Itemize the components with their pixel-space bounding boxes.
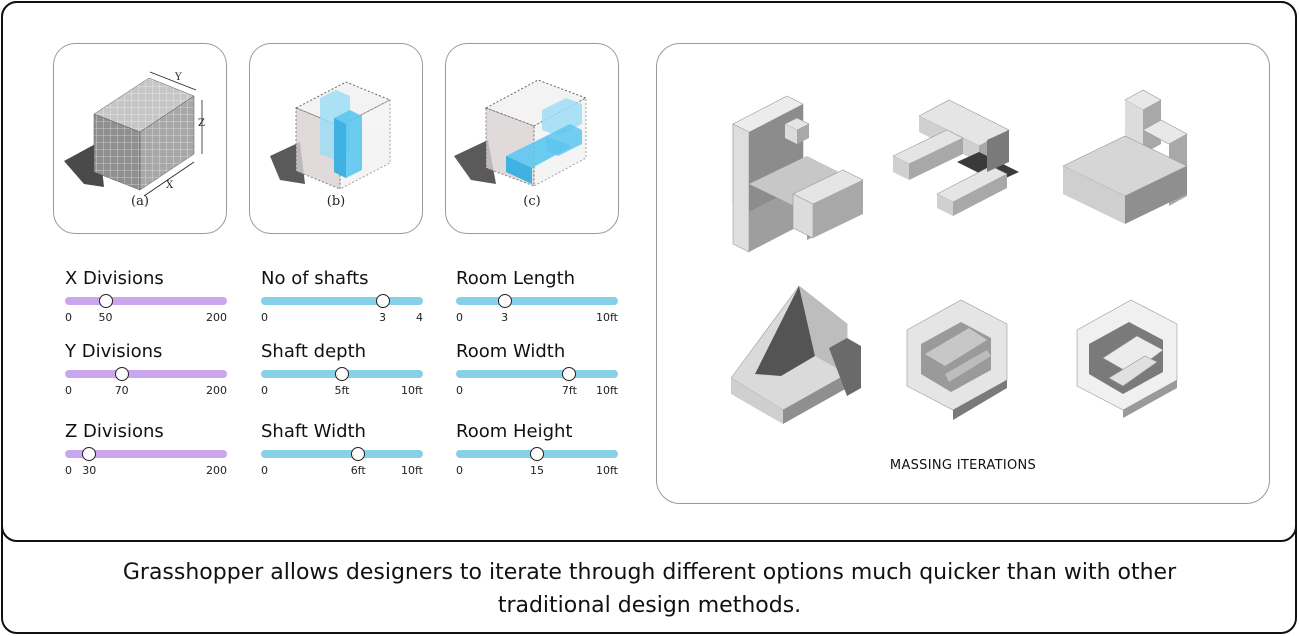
slider-track[interactable] — [65, 297, 227, 305]
slider-knob[interactable] — [375, 294, 390, 308]
massing-shape-1 — [732, 95, 864, 253]
slider-label: Room Length — [456, 268, 576, 289]
tick-min: 0 — [261, 464, 268, 477]
tick-max: 10ft — [596, 311, 618, 324]
tick-min: 0 — [65, 384, 72, 397]
slider-knob[interactable] — [562, 367, 577, 381]
tick-max: 200 — [206, 464, 227, 477]
slider-label: Room Height — [456, 421, 573, 442]
slider-track[interactable] — [65, 370, 227, 378]
card-label-a: (a) — [131, 194, 149, 209]
tick-min: 0 — [65, 464, 72, 477]
caption-text: Grasshopper allows designers to iterate … — [122, 560, 1177, 618]
tick-max: 200 — [206, 311, 227, 324]
slider-label: X Divisions — [65, 268, 164, 289]
tick-value: 30 — [82, 464, 97, 477]
massing-title: MASSING ITERATIONS — [889, 458, 1037, 473]
tick-value: 6ft — [350, 464, 366, 477]
tick-min: 0 — [261, 384, 268, 397]
slider-knob[interactable] — [351, 447, 366, 461]
tick-max: 10ft — [401, 464, 423, 477]
slider-label: Y Divisions — [65, 341, 163, 362]
tick-min: 0 — [65, 311, 72, 324]
massing-illustrations — [730, 89, 1188, 424]
tick-min: 0 — [456, 384, 463, 397]
slider-track[interactable] — [456, 297, 618, 305]
tick-value: 70 — [114, 384, 129, 397]
tick-min: 0 — [456, 311, 463, 324]
tick-value: 3 — [379, 311, 386, 324]
tick-value: 3 — [501, 311, 509, 324]
main-panel: Y Z X (a) (b) (c) — [1, 1, 1297, 542]
tick-min: 0 — [261, 311, 268, 324]
card-label-b: (b) — [326, 194, 346, 209]
slider-knob[interactable] — [335, 367, 349, 381]
card-rooms: (c) — [445, 43, 619, 234]
slider-knob[interactable] — [114, 367, 129, 381]
slider-label: Shaft depth — [261, 341, 367, 362]
axis-z-label: Z — [198, 118, 205, 129]
massing-shape-5 — [906, 299, 1008, 420]
tick-value: 7ft — [561, 384, 577, 397]
tick-max: 10ft — [596, 384, 618, 397]
tick-value: 15 — [530, 464, 544, 477]
slider-track[interactable] — [65, 450, 227, 458]
tick-max: 10ft — [596, 464, 618, 477]
slider-knob[interactable] — [497, 294, 512, 308]
tick-min: 0 — [456, 464, 463, 477]
slider-label: Room Width — [456, 341, 566, 362]
massing-panel: MASSING ITERATIONS — [656, 43, 1270, 504]
tick-value: 5ft — [334, 384, 350, 397]
slider-label: No of shafts — [261, 268, 369, 289]
massing-shape-6 — [1076, 299, 1178, 418]
rooms-illustration — [454, 79, 588, 187]
card-grid-box: Y Z X (a) — [53, 43, 227, 234]
tick-max: 200 — [206, 384, 227, 397]
slider-label: Z Divisions — [65, 421, 164, 442]
card-shafts: (b) — [249, 43, 423, 234]
card-label-c: (c) — [523, 194, 541, 209]
tick-max: 10ft — [401, 384, 423, 397]
slider-knob[interactable] — [82, 447, 97, 461]
slider-track[interactable] — [456, 370, 618, 378]
shafts-illustration — [270, 81, 392, 190]
massing-shape-3 — [1062, 89, 1188, 224]
massing-shape-4 — [730, 285, 861, 424]
massing-shape-2 — [892, 99, 1019, 216]
axis-y-label: Y — [174, 72, 182, 83]
slider-label: Shaft Width — [261, 421, 366, 442]
tick-max: 4 — [416, 311, 423, 324]
axis-x-label: X — [166, 180, 174, 191]
slider-knob[interactable] — [530, 447, 544, 461]
grid-box-illustration: Y Z X — [64, 71, 205, 197]
tick-value: 50 — [98, 311, 113, 324]
slider-track[interactable] — [261, 297, 423, 305]
slider-knob[interactable] — [98, 294, 113, 308]
slider-track[interactable] — [261, 450, 423, 458]
